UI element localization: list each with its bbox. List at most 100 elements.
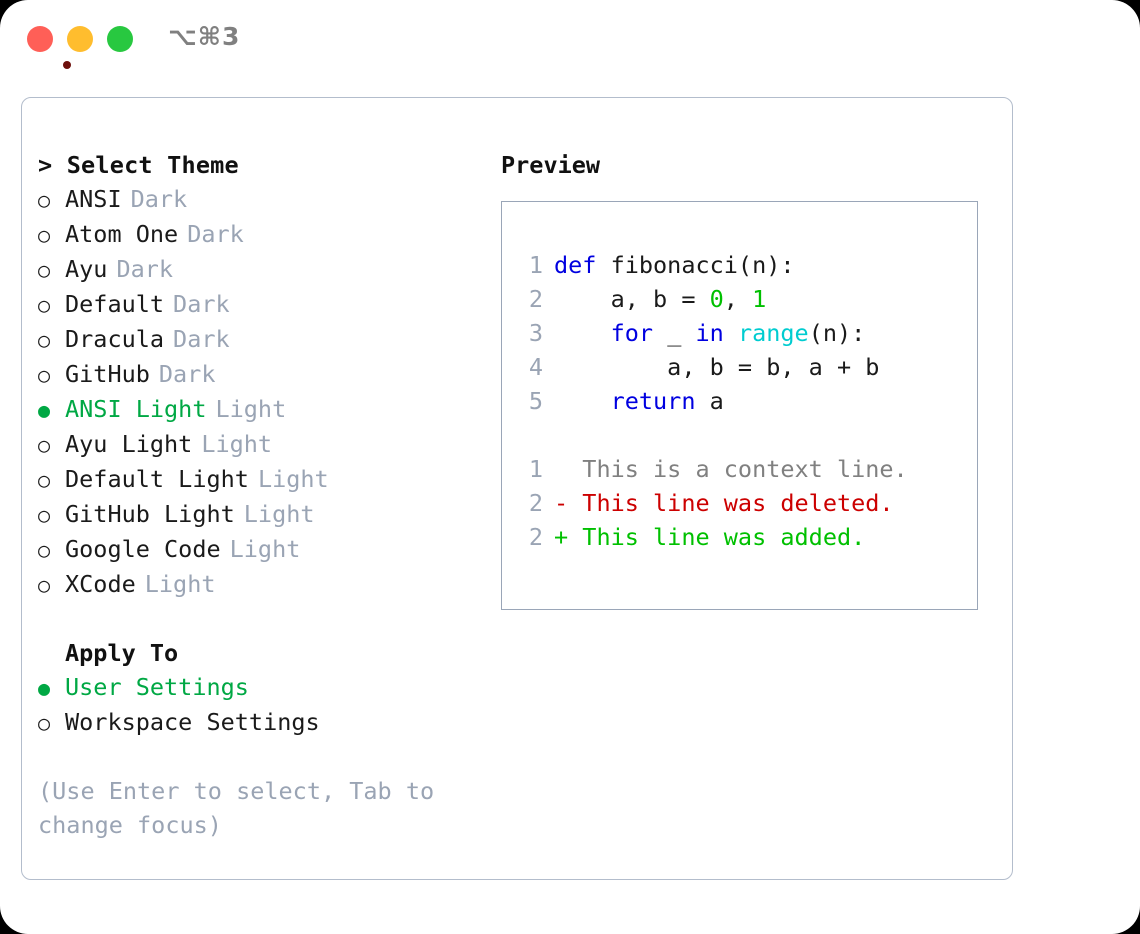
apply-to-heading: Apply To <box>65 639 179 667</box>
code-blank-line <box>515 418 908 452</box>
code-token: for <box>610 319 654 347</box>
code-line: 2 a, b = 0, 1 <box>515 282 908 316</box>
keyboard-shortcut-label: ⌥⌘3 <box>168 22 241 51</box>
theme-option-ayu[interactable]: ○ Ayu Dark <box>38 252 468 287</box>
code-token: def <box>554 251 611 279</box>
theme-option-ansi-light[interactable]: ● ANSI Light Light <box>38 392 468 427</box>
theme-option-dracula[interactable]: ○ Dracula Dark <box>38 322 468 357</box>
code-line: 1 def fibonacci(n): <box>515 248 908 282</box>
radio-unselected-icon: ○ <box>38 468 51 492</box>
code-line: 4 a, b = b, a + b <box>515 350 908 384</box>
recording-indicator-icon <box>63 61 71 69</box>
theme-option-label: Google Code <box>65 535 221 563</box>
radio-unselected-icon: ○ <box>38 711 51 735</box>
code-token: a <box>695 387 724 415</box>
code-token <box>554 319 611 347</box>
code-line-content: return a <box>554 384 724 418</box>
code-token: fibonacci(n): <box>610 251 795 279</box>
code-token: a, b = b, a + b <box>554 353 880 381</box>
theme-option-google-code[interactable]: ○ Google Code Light <box>38 532 468 567</box>
theme-option-ayu-light[interactable]: ○ Ayu Light Light <box>38 427 468 462</box>
code-line-content: for _ in range(n): <box>554 316 866 350</box>
apply-to-option-workspace-settings[interactable]: ○ Workspace Settings <box>38 705 468 740</box>
code-token: range <box>737 319 809 347</box>
code-line-number: 4 <box>528 353 543 381</box>
code-line-number: 5 <box>528 387 543 415</box>
radio-unselected-icon: ○ <box>38 188 51 212</box>
theme-variant-tag: Light <box>243 500 315 528</box>
radio-selected-icon: ● <box>38 398 51 422</box>
apply-to-list[interactable]: ● User Settings ○ Workspace Settings <box>38 670 468 740</box>
code-line-number: 1 <box>528 251 543 279</box>
code-token: 1 <box>752 285 767 313</box>
radio-unselected-icon: ○ <box>38 433 51 457</box>
theme-variant-tag: Dark <box>173 290 230 318</box>
theme-option-github[interactable]: ○ GitHub Dark <box>38 357 468 392</box>
theme-variant-tag: Light <box>257 465 329 493</box>
theme-option-label: Default Light <box>65 465 249 493</box>
minimize-button[interactable] <box>67 26 93 52</box>
theme-variant-tag: Light <box>215 395 287 423</box>
apply-to-option-user-settings[interactable]: ● User Settings <box>38 670 468 705</box>
theme-variant-tag: Dark <box>158 360 216 388</box>
theme-variant-tag: Dark <box>116 255 174 283</box>
apply-to-option-label: User Settings <box>65 673 249 701</box>
apply-to-option-label: Workspace Settings <box>65 708 320 736</box>
diff-line-content: + This line was added. <box>554 523 866 551</box>
diff-line: 2 + This line was added. <box>515 520 908 554</box>
theme-variant-tag: Dark <box>173 325 230 353</box>
radio-unselected-icon: ○ <box>38 328 51 352</box>
diff-line-content: - This line was deleted. <box>554 489 894 517</box>
code-line-number: 2 <box>528 489 543 517</box>
code-line-content: a, b = b, a + b <box>554 350 879 384</box>
code-line: 3 for _ in range(n): <box>515 316 908 350</box>
maximize-button[interactable] <box>107 26 133 52</box>
theme-option-label: ANSI Light <box>65 395 207 423</box>
code-line-number: 3 <box>528 319 543 347</box>
theme-option-label: XCode <box>65 570 136 598</box>
theme-variant-tag: Dark <box>130 185 188 213</box>
theme-option-label: Dracula <box>65 325 165 353</box>
code-token: a, b = <box>554 285 710 313</box>
code-token: return <box>610 387 696 415</box>
code-line-number: 2 <box>528 523 543 551</box>
radio-unselected-icon: ○ <box>38 538 51 562</box>
theme-option-label: Ayu Light <box>65 430 193 458</box>
theme-option-label: GitHub <box>65 360 150 388</box>
theme-option-label: Atom One <box>65 220 179 248</box>
diff-line: 1 This is a context line. <box>515 452 908 486</box>
theme-option-default-light[interactable]: ○ Default Light Light <box>38 462 468 497</box>
close-button[interactable] <box>27 26 71 69</box>
preview-heading: Preview <box>501 151 601 179</box>
radio-unselected-icon: ○ <box>38 363 51 387</box>
code-line-content: def fibonacci(n): <box>554 248 795 282</box>
code-token <box>554 387 611 415</box>
theme-variant-tag: Light <box>144 570 216 598</box>
window-titlebar: ⌥⌘3 <box>0 0 1140 80</box>
select-theme-heading: > Select Theme <box>38 151 239 179</box>
radio-unselected-icon: ○ <box>38 258 51 282</box>
diff-line: 2 - This line was deleted. <box>515 486 908 520</box>
code-line-number: 2 <box>528 285 543 313</box>
code-token: (n): <box>808 319 866 347</box>
code-token: in <box>695 319 724 347</box>
diff-line-content: This is a context line. <box>554 455 908 483</box>
theme-variant-tag: Light <box>201 430 273 458</box>
code-line-content: a, b = 0, 1 <box>554 282 767 316</box>
code-line: 5 return a <box>515 384 908 418</box>
keyboard-hint-text: (Use Enter to select, Tab to change focu… <box>38 777 449 839</box>
radio-selected-icon: ● <box>38 676 51 700</box>
theme-option-label: Ayu <box>65 255 108 283</box>
theme-variant-tag: Light <box>229 535 301 563</box>
theme-option-label: Default <box>65 290 165 318</box>
